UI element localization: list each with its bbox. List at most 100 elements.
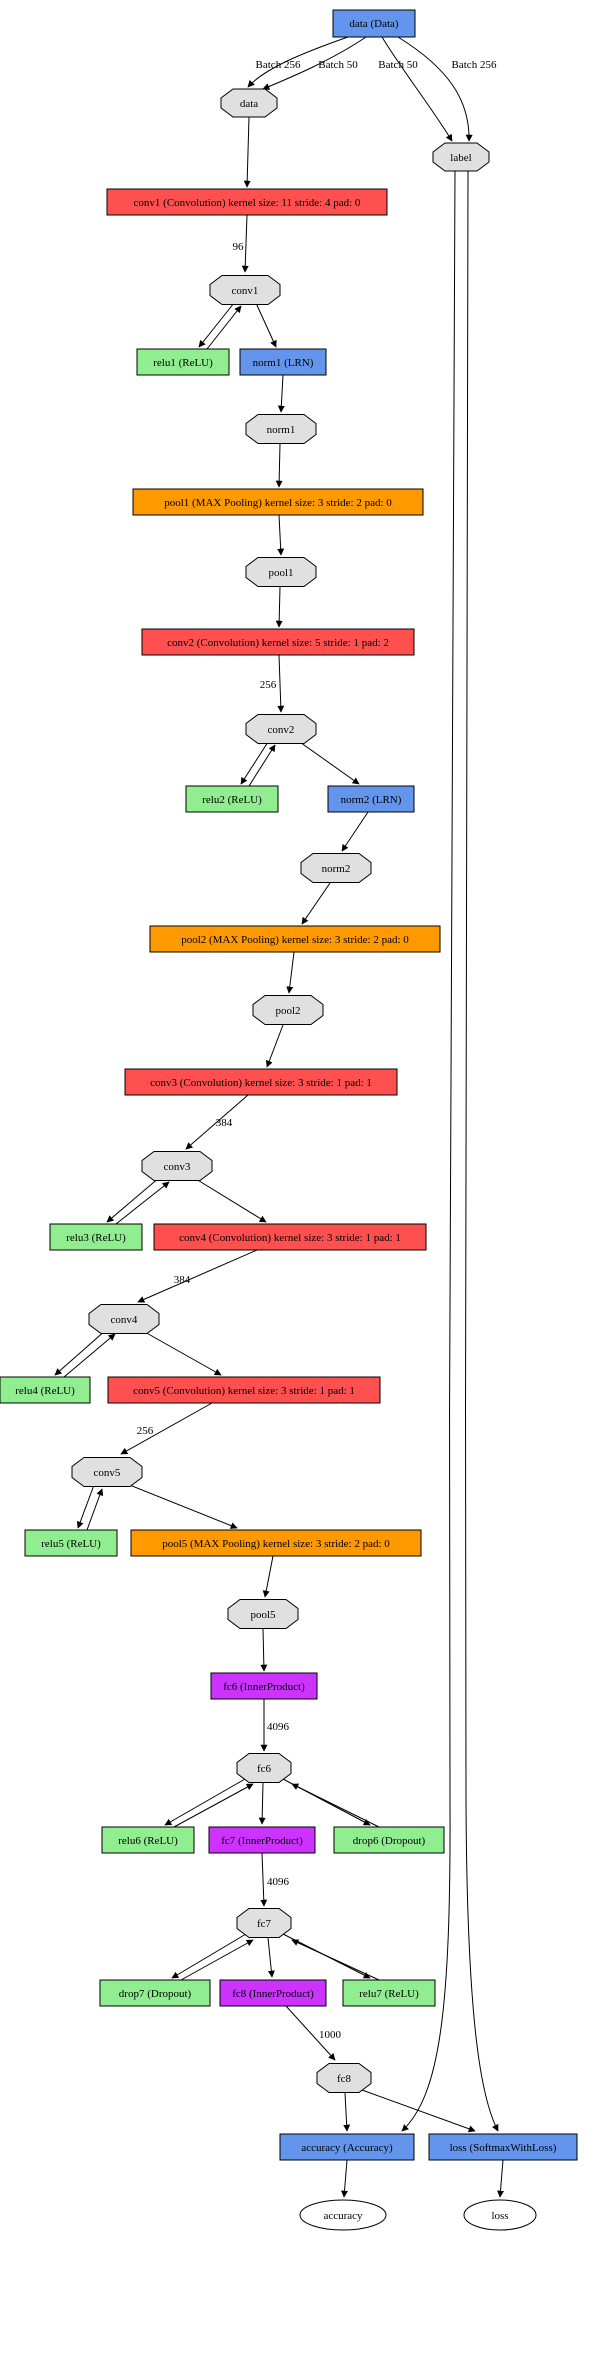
edge-conv3blob-to-conv4 — [195, 1178, 267, 1223]
fc8-blob-octagon — [316, 2063, 372, 2093]
node-conv2-blob: conv2 — [245, 714, 317, 744]
node-pool2-layer: pool2 (MAX Pooling) kernel size: 3 strid… — [149, 925, 441, 953]
relu4-layer-box — [0, 1376, 91, 1404]
norm1-blob-label: norm1 — [267, 424, 296, 436]
fc7-blob-label: fc7 — [257, 1918, 272, 1930]
pool2-layer-label: pool2 (MAX Pooling) kernel size: 3 strid… — [181, 934, 409, 946]
edge-label-data-batch-train: Batch 256 — [256, 59, 301, 71]
node-relu6-layer: relu6 (ReLU) — [101, 1826, 195, 1854]
conv5-blob-octagon — [71, 1457, 143, 1487]
pool1-layer-box — [132, 488, 424, 516]
pool5-layer-label: pool5 (MAX Pooling) kernel size: 3 strid… — [162, 1538, 390, 1550]
edge-conv4-to-conv4blob — [137, 1249, 258, 1303]
data-blob-label: data — [240, 98, 258, 110]
node-fc6-layer: fc6 (InnerProduct) — [210, 1672, 318, 1700]
edge-label-fc8-num-output: 1000 — [319, 2029, 342, 2041]
relu5-layer-label: relu5 (ReLU) — [41, 1538, 101, 1550]
pool2-blob-label: pool2 — [275, 1005, 300, 1017]
node-fc7-layer: fc7 (InnerProduct) — [208, 1826, 316, 1854]
fc6-layer-label: fc6 (InnerProduct) — [223, 1681, 305, 1693]
loss-blob-label: loss — [491, 2210, 508, 2222]
edge-conv1-to-conv1blob — [241, 214, 249, 273]
node-loss-layer: loss (SoftmaxWithLoss) — [428, 2133, 578, 2161]
node-conv3-blob: conv3 — [141, 1151, 213, 1181]
edge-conv5blob-to-relu5 — [76, 1484, 95, 1529]
node-conv2-layer: conv2 (Convolution) kernel size: 5 strid… — [141, 628, 415, 656]
edge-conv5-to-conv5blob — [120, 1402, 213, 1455]
loss-blob-ellipse — [463, 2199, 537, 2231]
node-conv4-layer: conv4 (Convolution) kernel size: 3 strid… — [153, 1223, 427, 1251]
node-relu5-layer: relu5 (ReLU) — [24, 1529, 118, 1557]
edge-conv5blob-to-pool5 — [126, 1483, 238, 1529]
edge-fc7blob-to-drop7 — [171, 1933, 247, 1979]
conv4-layer-label: conv4 (Convolution) kernel size: 3 strid… — [179, 1232, 401, 1244]
node-relu7-layer: relu7 (ReLU) — [342, 1979, 436, 2007]
node-relu2-layer: relu2 (ReLU) — [185, 785, 279, 813]
node-pool5-layer: pool5 (MAX Pooling) kernel size: 3 strid… — [130, 1529, 422, 1557]
fc8-layer-box — [219, 1979, 327, 2007]
edge-pool5blob-to-fc6 — [260, 1628, 268, 1672]
edge-pool2-to-pool2blob — [286, 951, 295, 994]
node-fc7-blob: fc7 — [236, 1908, 292, 1938]
node-norm2-layer: norm2 (LRN) — [327, 785, 415, 813]
edge-label-to-loss — [464, 170, 499, 2132]
node-relu3-layer: relu3 (ReLU) — [49, 1223, 143, 1251]
edge-relu7-to-fc7blob — [291, 1939, 380, 1981]
edge-drop6-to-fc6blob — [291, 1783, 380, 1828]
data-layer-label: data (Data) — [349, 18, 398, 30]
conv3-layer-box — [124, 1068, 398, 1096]
edge-pool5-to-pool5blob — [262, 1555, 274, 1598]
edge-conv2-to-conv2blob — [277, 654, 285, 713]
relu4-layer-label: relu4 (ReLU) — [15, 1385, 75, 1397]
edge-relu3-to-conv3blob — [115, 1181, 170, 1225]
node-relu1-layer: relu1 (ReLU) — [136, 348, 230, 376]
node-accuracy-blob: accuracy — [299, 2199, 387, 2231]
conv2-blob-octagon — [245, 714, 317, 744]
drop6-layer-label: drop6 (Dropout) — [353, 1835, 426, 1847]
edge-norm1-to-norm1blob — [277, 374, 285, 413]
norm1-layer-label: norm1 (LRN) — [253, 357, 314, 369]
accuracy-blob-label: accuracy — [323, 2210, 363, 2222]
edge-conv1blob-to-relu1 — [198, 302, 235, 348]
edge-conv3blob-to-relu3 — [106, 1176, 161, 1223]
edge-norm2-to-norm2blob — [341, 811, 369, 852]
conv1-layer-label: conv1 (Convolution) kernel size: 11 stri… — [134, 197, 361, 209]
norm2-blob-octagon — [300, 853, 372, 883]
node-drop6-layer: drop6 (Dropout) — [333, 1826, 445, 1854]
node-data-blob: data — [220, 88, 278, 118]
edge-datalayer-to-data-test — [262, 36, 367, 90]
node-fc8-layer: fc8 (InnerProduct) — [219, 1979, 327, 2007]
conv3-layer-label: conv3 (Convolution) kernel size: 3 strid… — [150, 1077, 372, 1089]
node-fc6-blob: fc6 — [236, 1753, 292, 1783]
node-conv5-blob: conv5 — [71, 1457, 143, 1487]
edge-accuracy-to-accuracyblob — [341, 2159, 348, 2198]
node-label-blob: label — [432, 142, 490, 172]
pool5-blob-label: pool5 — [250, 1609, 276, 1621]
conv4-layer-box — [153, 1223, 427, 1251]
relu5-layer-box — [24, 1529, 118, 1557]
relu6-layer-box — [101, 1826, 195, 1854]
edge-relu2-to-conv2blob — [248, 744, 276, 787]
edge-conv2blob-to-relu2 — [240, 741, 269, 785]
edge-label-conv2-num-output: 256 — [260, 679, 277, 691]
pool2-blob-octagon — [252, 995, 324, 1025]
norm1-layer-box — [239, 348, 327, 376]
conv3-blob-label: conv3 — [164, 1161, 191, 1173]
node-pool2-blob: pool2 — [252, 995, 324, 1025]
node-norm2-blob: norm2 — [300, 853, 372, 883]
edge-conv4blob-to-conv5 — [142, 1330, 222, 1376]
edge-label-label-batch-train: Batch 256 — [452, 59, 497, 71]
conv5-layer-label: conv5 (Convolution) kernel size: 3 strid… — [133, 1385, 355, 1397]
edge-datalayer-to-data-train — [247, 36, 349, 88]
relu6-layer-label: relu6 (ReLU) — [118, 1835, 178, 1847]
fc6-layer-box — [210, 1672, 318, 1700]
relu1-layer-box — [136, 348, 230, 376]
fc6-blob-octagon — [236, 1753, 292, 1783]
accuracy-layer-box — [279, 2133, 415, 2161]
edge-label-label-batch-test: Batch 50 — [378, 59, 418, 71]
edges — [54, 36, 504, 2198]
node-data-layer: data (Data) — [332, 9, 416, 38]
node-conv4-blob: conv4 — [88, 1304, 160, 1334]
edge-conv1blob-to-norm1 — [255, 302, 277, 348]
